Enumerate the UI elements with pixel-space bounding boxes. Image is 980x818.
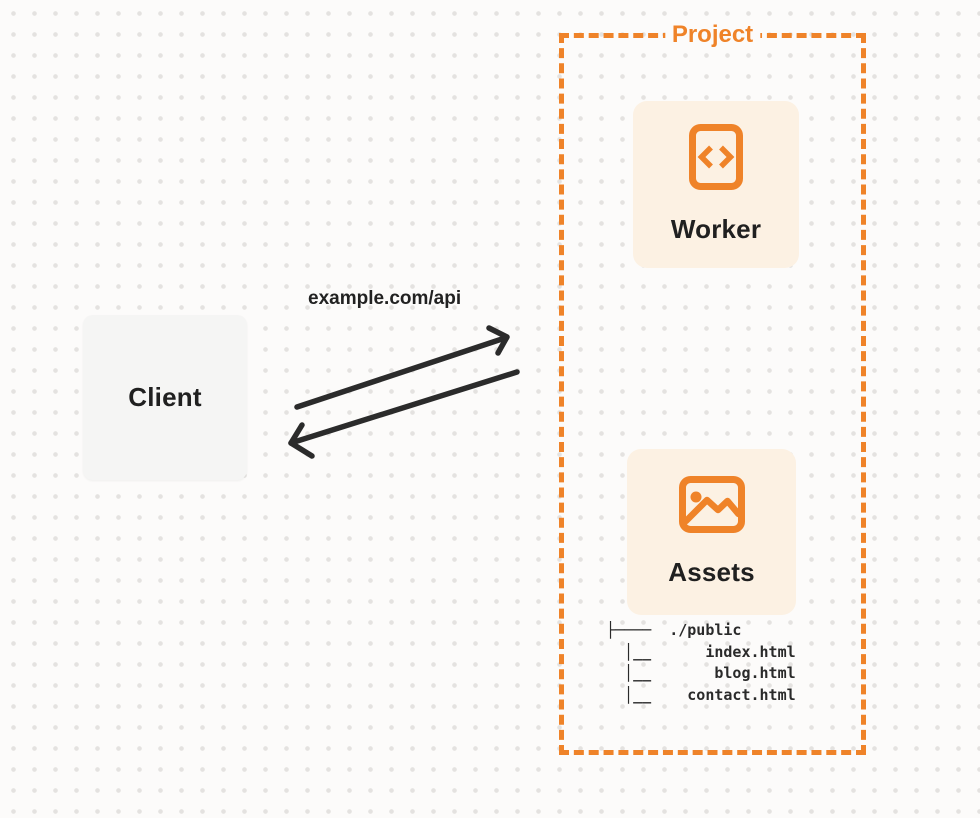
assets-label: Assets (668, 557, 755, 587)
code-brackets-icon (689, 124, 743, 190)
project-label: Project (664, 20, 761, 50)
file-tree: ├──── ./public │__ index.html │__ blog.h… (606, 620, 796, 706)
response-arrow (288, 369, 520, 459)
assets-node: Assets (627, 449, 796, 615)
tree-line-blog: │__ blog.html (606, 664, 796, 682)
tree-line-contact: │__ contact.html (606, 685, 796, 704)
worker-label: Worker (670, 214, 762, 244)
tree-line-public: ├──── ./public (606, 621, 742, 639)
project-container: Project (559, 20, 866, 755)
image-icon (678, 476, 745, 533)
tree-line-index: │__ index.html (606, 642, 796, 661)
request-arrow (294, 325, 510, 410)
client-label: Client (128, 382, 202, 412)
request-url-label: example.com/api (308, 288, 462, 309)
client-node: Client (83, 315, 247, 480)
worker-node: Worker (633, 101, 799, 268)
